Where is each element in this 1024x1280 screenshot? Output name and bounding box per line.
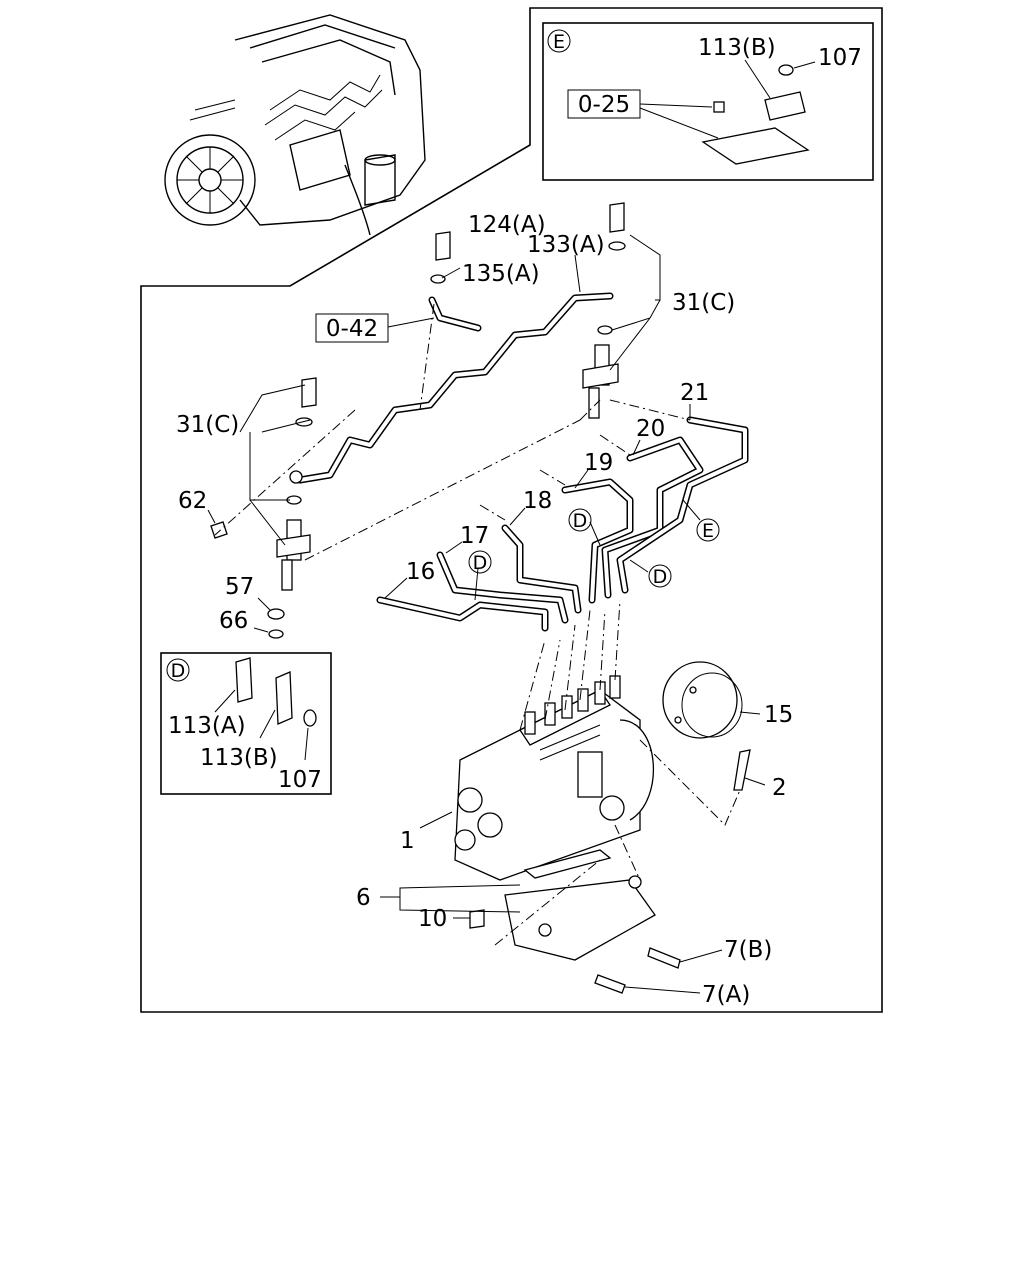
inset-e-marker: E [553,31,565,53]
callout-124a: 124(A) [468,212,546,238]
callout-7a: 7(A) [702,982,750,1008]
delivery-valves [524,675,621,735]
callout-17: 17 [460,523,489,549]
injection-pump [454,675,655,881]
callout-16: 16 [406,559,435,585]
callout-107-inset-e: 107 [818,45,862,71]
view-markers: E D D D [468,508,720,588]
inset-d-marker: D [171,660,186,682]
callout-107-inset-d: 107 [278,767,322,793]
inset-d: D 113(A) 113(B) 107 [160,652,332,795]
reference-0-42-box [315,313,389,343]
injection-pipes [376,416,749,632]
callout-19: 19 [584,450,613,476]
callout-20: 20 [636,416,665,442]
injector-right [582,202,626,419]
callout-1: 1 [400,828,415,854]
pump-bracket [469,749,751,994]
callout-labels: 124(A) 133(A) 135(A) 0-42 31(C) 31(C) 21… [176,212,793,1008]
leader-lines [207,234,766,994]
callout-10: 10 [418,906,447,932]
callout-2: 2 [772,775,787,801]
small-parts [210,231,451,639]
reference-0-25: 0-25 [578,92,630,118]
reference-0-42: 0-42 [326,316,378,342]
marker-d-main-1: D [573,510,588,532]
callout-66: 66 [219,608,248,634]
callout-57: 57 [225,574,254,600]
marker-e-main: E [702,520,714,542]
main-frame [140,7,883,1013]
callout-62: 62 [178,488,207,514]
timer-device [662,661,743,739]
injector-left [276,377,317,591]
callout-7b: 7(B) [724,937,772,963]
callout-6: 6 [356,885,371,911]
callout-21: 21 [680,380,709,406]
callout-31c-left: 31(C) [176,412,239,438]
callout-113b-inset-d: 113(B) [200,745,278,771]
callout-113a-inset-d: 113(A) [168,713,246,739]
callout-113b-inset-e: 113(B) [698,35,776,61]
engine-overview-illustration [164,14,426,236]
leak-off-pipe [296,292,614,484]
marker-d-main-2: D [653,566,668,588]
callout-135a: 135(A) [462,261,540,287]
callout-18: 18 [523,488,552,514]
callout-31c-right: 31(C) [672,290,735,316]
marker-d-main-3: D [473,552,488,574]
guide-lines [214,303,741,946]
callout-133a: 133(A) [527,232,605,258]
inset-e: E 113(B) 107 0-25 [542,22,874,181]
callout-15: 15 [764,702,793,728]
